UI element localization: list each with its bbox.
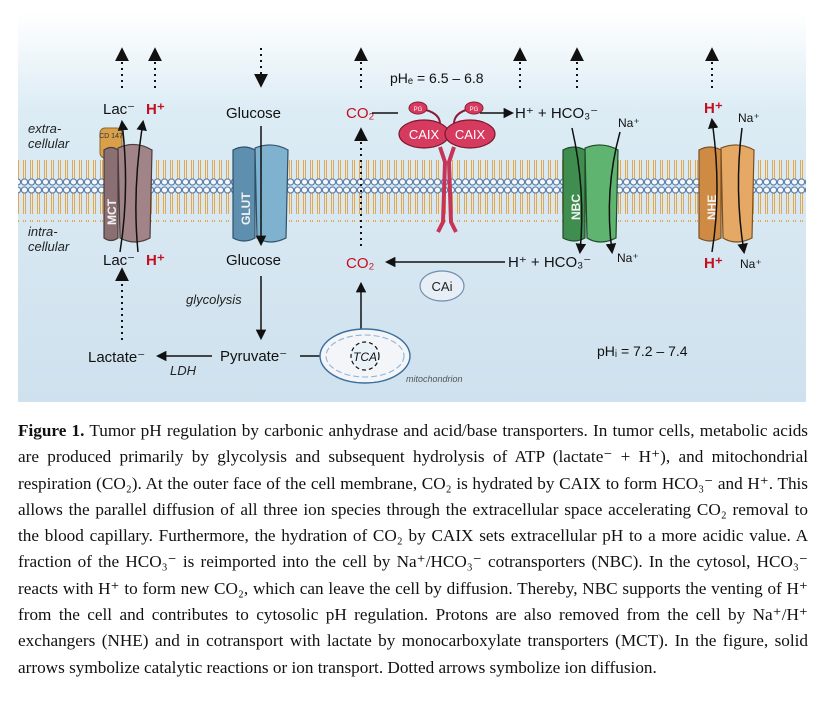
caix-label-right: CAIX <box>455 127 486 142</box>
mct-label: MCT <box>105 198 119 225</box>
nhe-na-out: Na⁺ <box>738 111 760 125</box>
nbc-na-in: Na⁺ <box>617 251 639 265</box>
caption-line-2: metabolic acids are produced primarily b… <box>18 421 808 467</box>
extracellular-label-2: cellular <box>28 136 70 151</box>
nhe-h-out: H⁺ <box>704 100 723 117</box>
mct-h-in: H⁺ <box>146 252 165 269</box>
glycolysis-label: glycolysis <box>186 292 242 307</box>
mct-h-out: H⁺ <box>146 101 165 118</box>
extracellular-label-1: extra- <box>28 121 62 136</box>
figure-panel: extra- cellular intra- cellular CD 147 M… <box>18 12 806 402</box>
mitochondrion: TCA <box>319 328 411 384</box>
intracellular-label-1: intra- <box>28 224 58 239</box>
lactate-label: Lactate⁻ <box>88 349 145 366</box>
co2-out: CO₂ <box>346 105 375 122</box>
caption-line-9: cytosolic pH regulation. Protons are als… <box>18 605 808 651</box>
mitochondrion-label: mitochondrion <box>406 374 463 384</box>
ph-extracellular: pHₑ = 6.5 – 6.8 <box>390 70 484 86</box>
caix-pg-left: PG <box>414 107 423 113</box>
cai-label: CAi <box>432 279 453 294</box>
caption-line-8: leave the cell by diffusion. Thereby, NB… <box>18 578 808 625</box>
glucose-out: Glucose <box>226 105 281 122</box>
co2-in: CO₂ <box>346 255 375 272</box>
nbc-na-out: Na⁺ <box>618 116 640 130</box>
caix-pg-right: PG <box>470 107 479 113</box>
nbc-label: NBC <box>569 194 583 220</box>
pyruvate-label: Pyruvate⁻ <box>220 348 287 365</box>
caption-line-1: Tumor pH regulation by carbonic anhydras… <box>89 421 695 440</box>
figure-caption: Figure 1. Tumor pH regulation by carboni… <box>18 418 808 681</box>
nhe-transporter: NHE <box>698 144 755 243</box>
caix-enzyme: PG PG CAIX CAIX <box>398 101 496 233</box>
caption-line-5: space accelerating CO₂ removal to the bl… <box>18 499 809 546</box>
mct-transporter: CD 147 MCT <box>99 127 153 243</box>
intracellular-label-2: cellular <box>28 239 70 254</box>
glucose-in: Glucose <box>226 252 281 269</box>
figure-diagram: extra- cellular intra- cellular CD 147 M… <box>18 12 806 402</box>
glut-transporter: GLUT <box>232 144 289 243</box>
caption-label: Figure 1. <box>18 421 85 440</box>
ldh-label: LDH <box>170 363 197 378</box>
caix-label-left: CAIX <box>409 127 440 142</box>
cd147-label: CD 147 <box>99 133 123 140</box>
cai-enzyme <box>419 270 465 302</box>
caption-line-3: and mitochondrial respiration (CO₂). At … <box>18 447 808 493</box>
caption-line-6: sets extracellular pH to a more acidic v… <box>18 526 808 572</box>
glut-label: GLUT <box>239 192 253 225</box>
mct-lac-out: Lac⁻ <box>103 101 135 118</box>
caix-products-out: H⁺ + HCO₃⁻ <box>515 105 598 122</box>
caption-line-4: form HCO₃⁻ and H⁺. This allows the paral… <box>18 473 808 519</box>
caption-line-11: catalytic reactions or ion transport. Do… <box>144 657 657 677</box>
nhe-na-in: Na⁺ <box>740 257 762 271</box>
tca-label: TCA <box>353 350 377 364</box>
nbc-products-in: H⁺ + HCO₃⁻ <box>508 254 591 271</box>
caption-line-7: Na⁺/HCO₃⁻ cotransporters (NBC). In the c… <box>18 552 808 598</box>
caption-line-10: cotransport with lactate by monocarboxyl… <box>18 631 809 677</box>
ph-intracellular: pHᵢ = 7.2 – 7.4 <box>597 343 688 359</box>
mct-lac-in: Lac⁻ <box>103 252 135 269</box>
tca-cycle <box>350 341 380 371</box>
nhe-h-in: H⁺ <box>704 255 723 272</box>
